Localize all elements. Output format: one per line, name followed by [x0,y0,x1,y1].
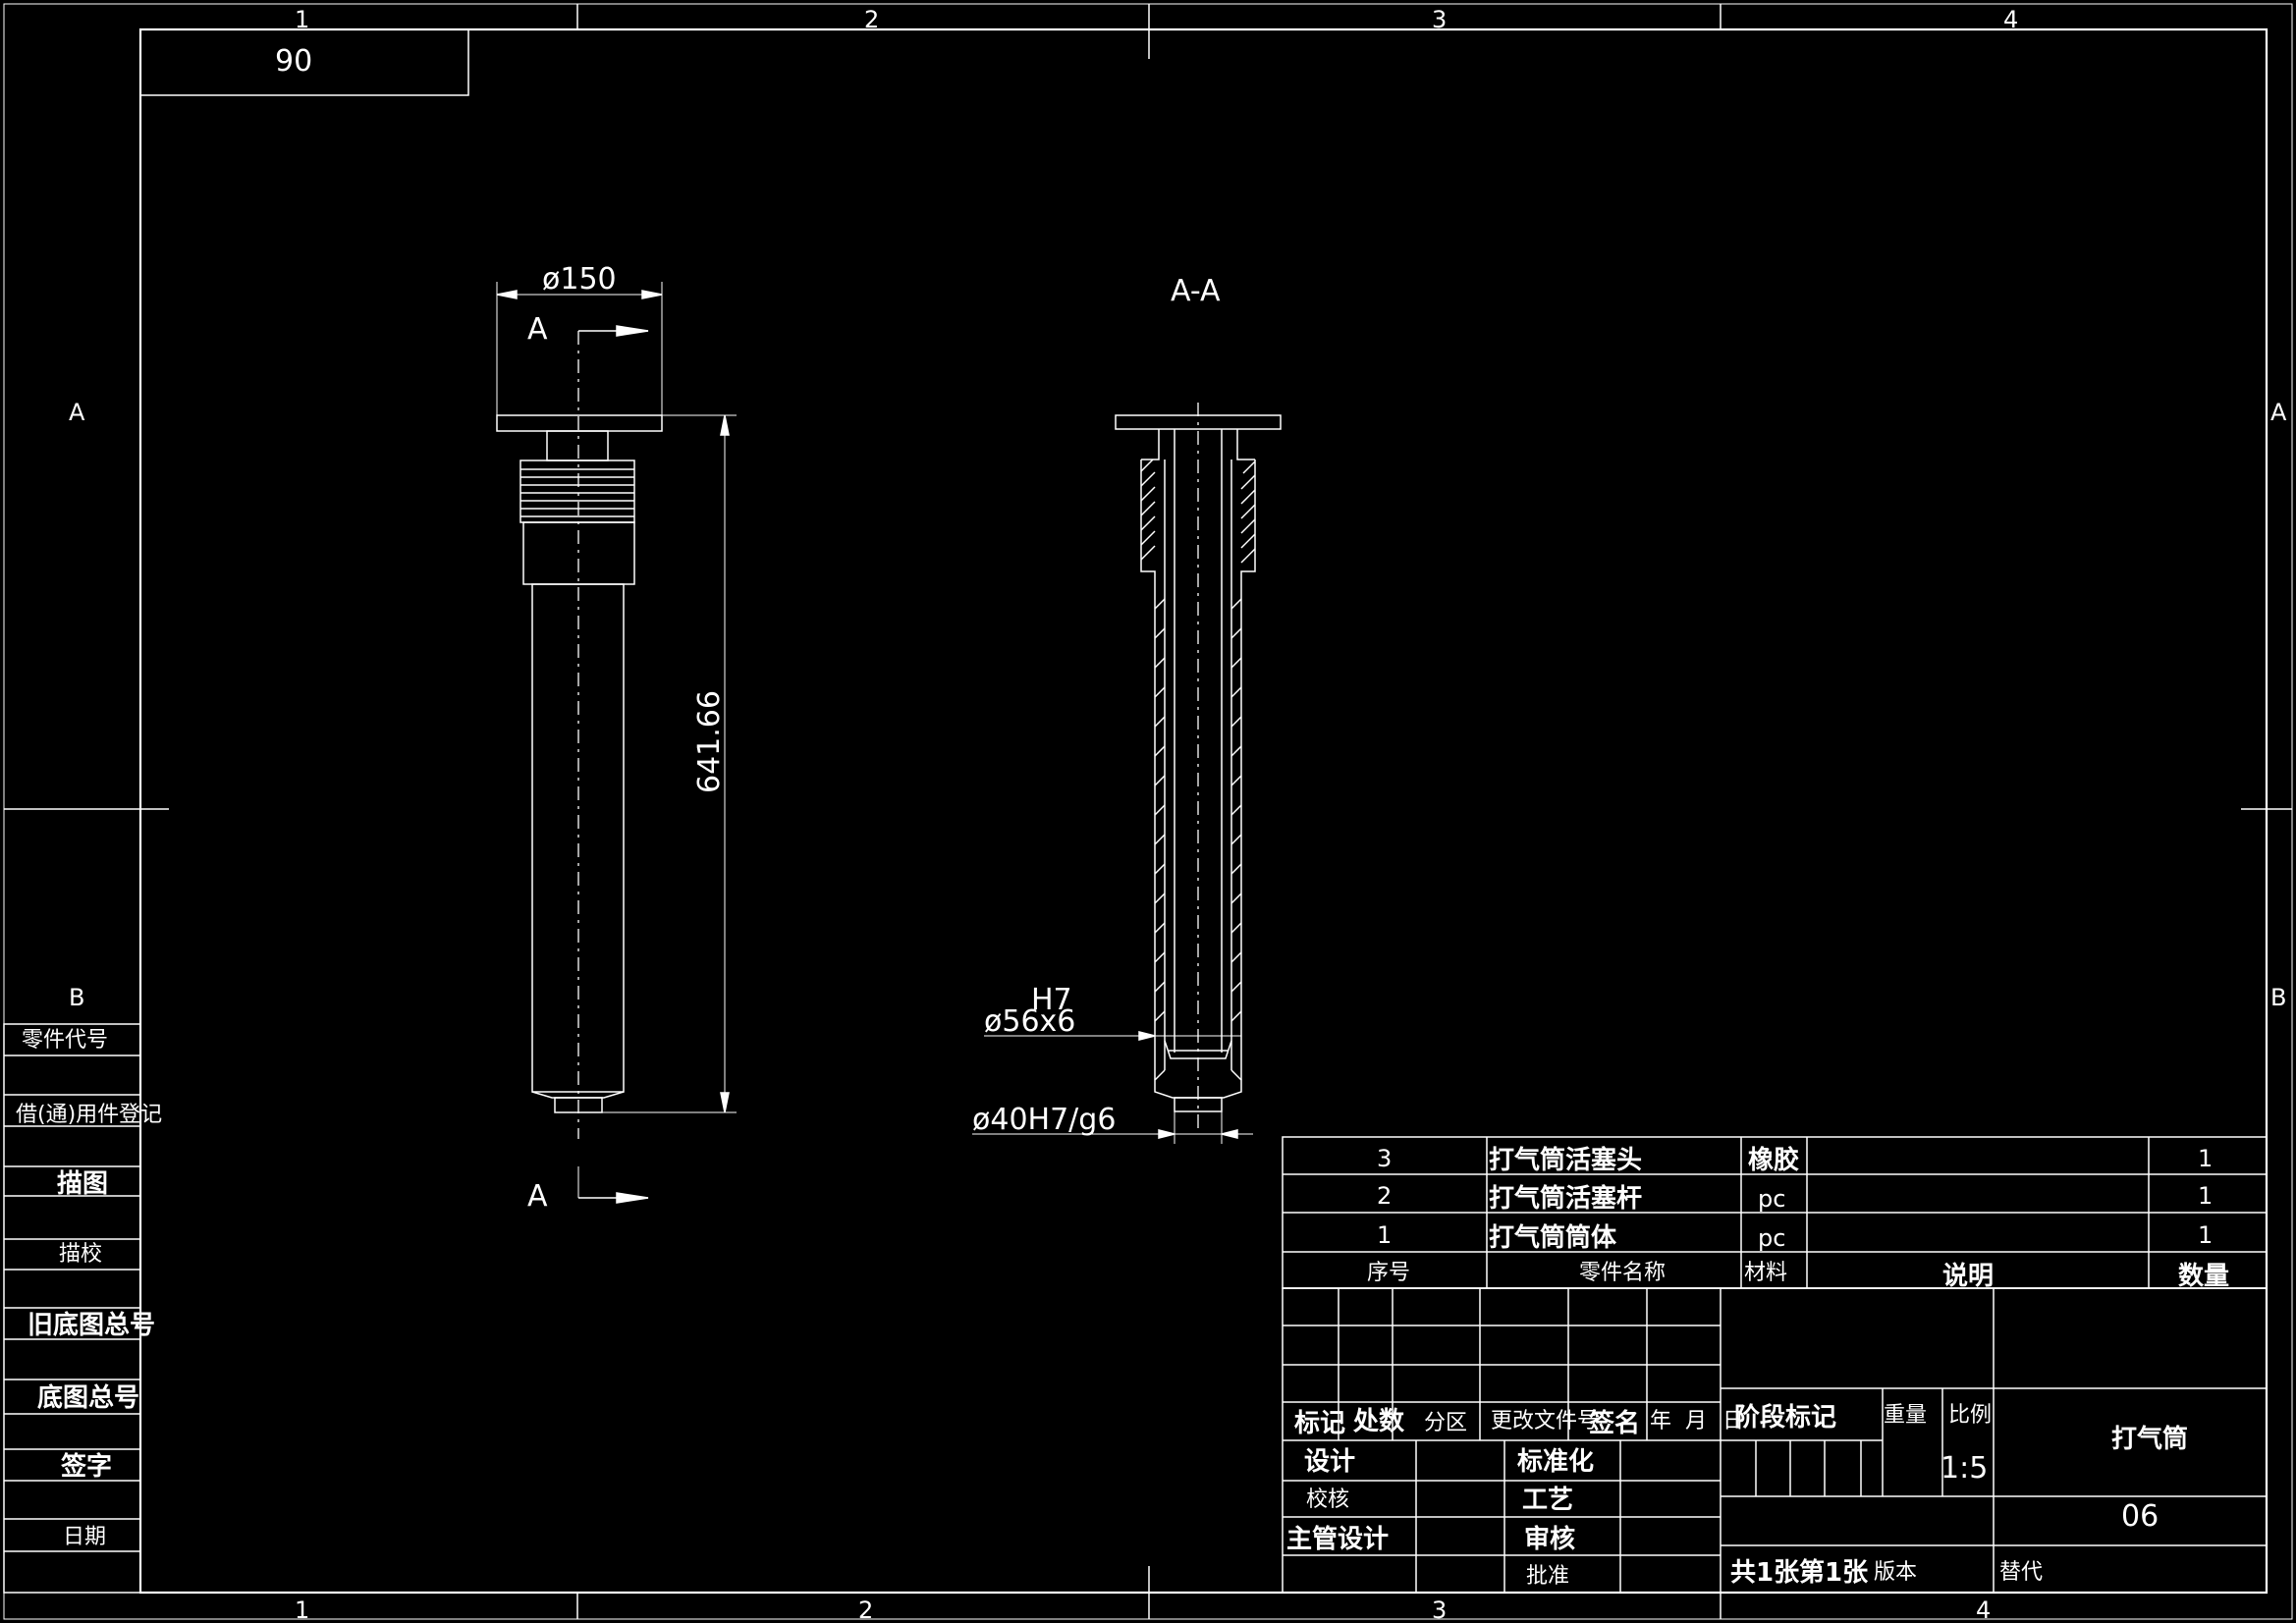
tb-stage: 阶段标记 [1734,1402,1836,1433]
bom-header-qty: 数量 [2178,1262,2229,1291]
tb-month: 月 [1685,1409,1707,1434]
zone-col-4-bottom: 4 [1976,1596,1991,1623]
section-mark-top: A [527,312,548,347]
tb-scale-label: 比例 [1948,1403,1992,1428]
tb-check: 校核 [1306,1488,1349,1512]
bom-row1-no: 1 [1377,1221,1392,1249]
tb-weight: 重量 [1884,1403,1927,1428]
fit-top-line1: H7 [1031,983,1072,1017]
bom-row1-material: pc [1758,1224,1785,1252]
side-signature: 签字 [61,1451,112,1482]
dim-length-641 [602,414,737,1113]
zone-row-b-left: B [69,984,84,1011]
zone-row-a-left: A [69,399,85,426]
tb-standardization: 标准化 [1517,1447,1594,1477]
bom-row3-name: 打气筒活塞头 [1489,1145,1642,1175]
title-block-grid [1282,1287,2268,1594]
bom-row2-no: 2 [1377,1182,1392,1210]
zone-col-1-bottom: 1 [295,1596,309,1623]
tb-sheet-no: 第1张 [1799,1557,1869,1588]
bom-row3-material: 橡胶 [1748,1145,1799,1175]
zone-col-4-top: 4 [2003,6,2018,33]
zone-col-3-top: 3 [1432,6,1447,33]
code-box-text: 90 [275,44,312,79]
tb-approve: 批准 [1526,1564,1569,1589]
section-arrow-bottom [577,1166,649,1204]
side-borrow-register: 借(通)用件登记 [16,1103,162,1127]
dim-diameter-150 [496,282,663,415]
tb-process: 工艺 [1522,1486,1573,1515]
tb-sign: 签名 [1589,1408,1640,1438]
bom-row2-name: 打气筒活塞杆 [1489,1183,1642,1214]
hatch-right-wall [1230,598,1242,1022]
tb-design: 设计 [1304,1447,1355,1477]
bom-row3-no: 3 [1377,1145,1392,1172]
bom-header-no: 序号 [1367,1261,1410,1285]
side-trace: 描图 [57,1169,108,1199]
side-part-code: 零件代号 [22,1028,108,1053]
bom-header-name: 零件名称 [1579,1261,1666,1285]
pump-section-view [1115,403,1282,1129]
zone-col-1-top: 1 [295,6,309,33]
tb-change-doc: 更改文件号 [1491,1409,1599,1434]
bom-header-material: 材料 [1744,1261,1787,1285]
section-mark-bottom: A [527,1179,548,1214]
fit-leader-bottom [972,1111,1253,1144]
tb-scale-value: 1:5 [1941,1451,1988,1486]
tb-review: 审核 [1524,1524,1575,1554]
bom-row1-qty: 1 [2198,1221,2213,1249]
section-title: A-A [1171,274,1221,308]
tb-mark: 标记 [1294,1409,1345,1438]
side-panel [3,1023,141,1594]
zone-col-2-bottom: 2 [858,1596,873,1623]
outer-border [3,3,2293,1620]
side-date: 日期 [63,1525,106,1549]
zone-col-3-bottom: 3 [1432,1596,1447,1623]
zone-row-a-right: A [2270,399,2287,426]
fit-leader-top [984,1031,1241,1041]
zone-col-2-top: 2 [864,6,879,33]
code-box [139,28,469,96]
fit-top-line2: ø56x6 [984,1004,1075,1039]
tb-year: 年 [1650,1409,1671,1434]
tb-day: 日 [1722,1409,1744,1434]
zone-row-b-right: B [2270,984,2286,1011]
tb-supervisor: 主管设计 [1286,1525,1389,1554]
fit-bottom-label: ø40H7/g6 [972,1103,1116,1137]
bom-header-note: 说明 [1942,1262,1994,1291]
side-trace-check: 描校 [59,1242,102,1267]
section-arrow-top [578,325,649,337]
tb-zone: 分区 [1424,1411,1467,1435]
pump-outside-view [496,331,663,1139]
bom-row1-name: 打气筒筒体 [1489,1222,1617,1253]
tb-sheets-total: 共1张 [1730,1558,1800,1588]
side-old-base-no: 旧底图总号 [27,1310,155,1340]
inner-frame [138,27,2269,1595]
side-base-no: 底图总号 [37,1382,139,1413]
dim-length-label: 641.66 [692,690,727,793]
bom-row2-qty: 1 [2198,1182,2213,1210]
tb-version: 版本 [1874,1560,1917,1585]
hatch-left-wall [1154,598,1166,1022]
tb-count: 处数 [1352,1407,1405,1436]
bom-row3-qty: 1 [2198,1145,2213,1172]
tb-drawing-no: 06 [2121,1499,2159,1534]
bom-row2-material: pc [1758,1185,1785,1213]
tb-drawing-name: 打气筒 [2111,1424,2188,1454]
tb-replace: 替代 [1999,1560,2043,1585]
dim-diameter-label: ø150 [542,262,617,297]
